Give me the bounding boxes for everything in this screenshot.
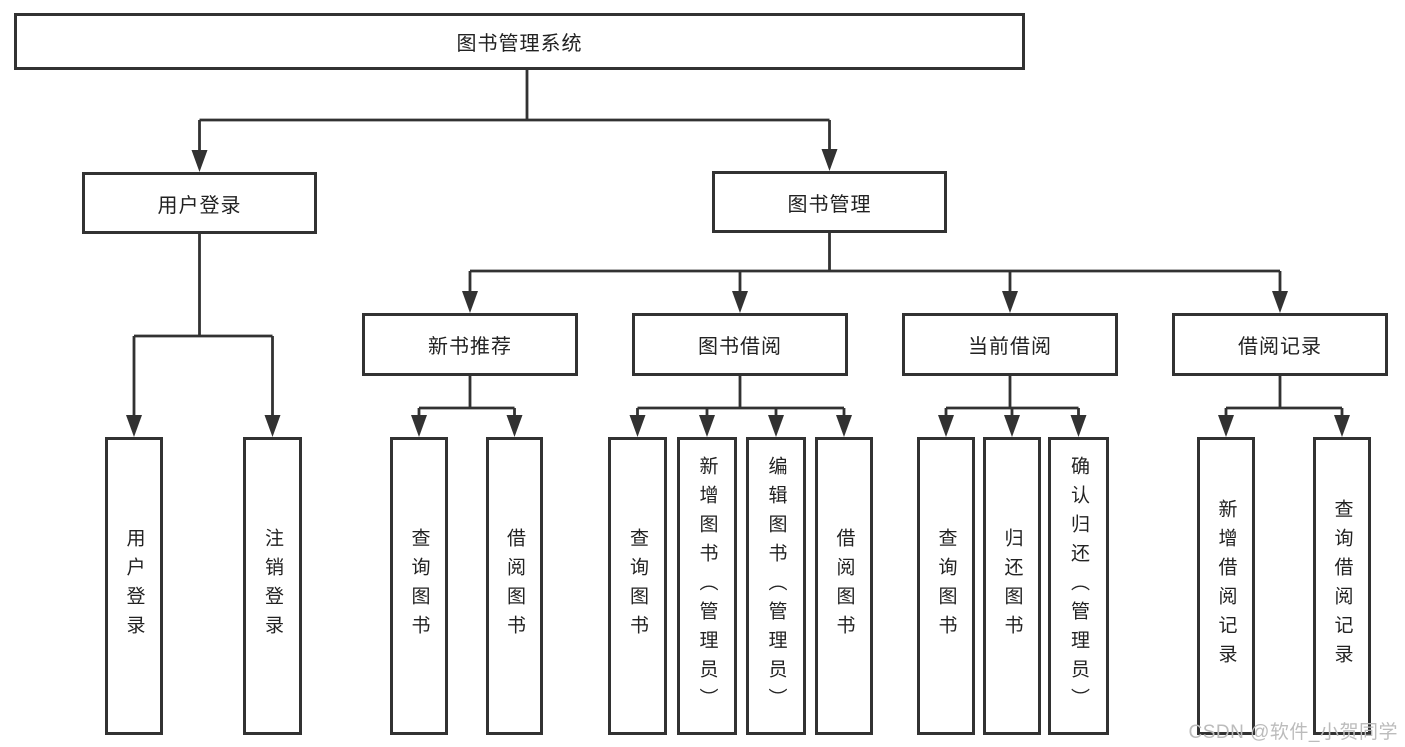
node-new-book-recommend: 新书推荐 xyxy=(362,313,578,376)
node-user-login: 用户登录 xyxy=(82,172,317,234)
leaf-edit-book-admin: 编辑图书（管理员） xyxy=(746,437,806,735)
leaf-logout-login: 注销登录 xyxy=(243,437,302,735)
watermark: CSDN @软件_小贺同学 xyxy=(1188,722,1398,743)
leaf-query-book-current: 查询图书 xyxy=(917,437,975,735)
node-book-borrow: 图书借阅 xyxy=(632,313,848,376)
leaf-add-book-admin: 新增图书（管理员） xyxy=(677,437,737,735)
node-current-borrow: 当前借阅 xyxy=(902,313,1118,376)
leaf-confirm-return-admin: 确认归还（管理员） xyxy=(1048,437,1109,735)
leaf-return-book: 归还图书 xyxy=(983,437,1041,735)
leaf-user-login: 用户登录 xyxy=(105,437,163,735)
leaf-query-borrow-record: 查询借阅记录 xyxy=(1313,437,1371,735)
leaf-query-book-recommend: 查询图书 xyxy=(390,437,448,735)
leaf-add-borrow-record: 新增借阅记录 xyxy=(1197,437,1255,735)
node-borrow-records: 借阅记录 xyxy=(1172,313,1388,376)
node-library-management-system: 图书管理系统 xyxy=(14,13,1025,70)
leaf-borrow-book: 借阅图书 xyxy=(815,437,873,735)
leaf-query-book-borrow: 查询图书 xyxy=(608,437,667,735)
leaf-borrow-book-recommend: 借阅图书 xyxy=(486,437,543,735)
arrowheads xyxy=(126,149,1350,437)
node-book-management: 图书管理 xyxy=(712,171,947,233)
